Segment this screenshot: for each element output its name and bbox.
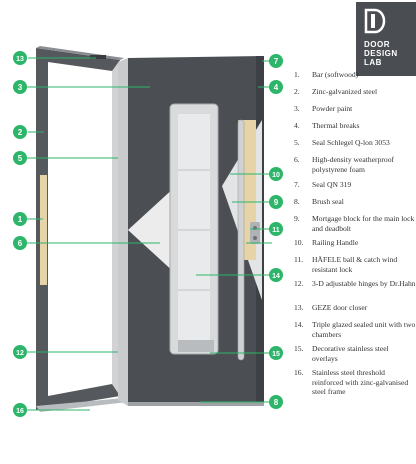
callout-marker-9 [269,195,283,209]
logo-line-1: DOOR [364,40,390,49]
threshold [36,398,128,412]
callout-marker-3 [13,80,27,94]
door-closer [90,55,106,59]
logo-line-3: LAB [364,58,382,67]
brush-seal [128,402,264,406]
door-frame [36,46,128,412]
callout-marker-15 [269,346,283,360]
foam-cutaway [128,186,176,274]
steel-overlay [178,340,214,352]
callout-marker-14 [269,268,283,282]
callout-label-5: 5 [18,154,23,163]
glass-pane [178,114,210,344]
logo-line-2: DESIGN [364,49,398,58]
callout-label-4: 4 [274,83,279,92]
callout-marker-2 [13,125,27,139]
callout-label-15: 15 [272,351,280,358]
leader-lines [22,57,272,411]
callout-label-6: 6 [18,239,23,248]
logo-d-icon [364,8,386,34]
callout-label-11: 11 [272,227,280,234]
door-leaf [118,56,264,406]
callout-label-13: 13 [16,56,24,63]
callout-marker-6 [13,236,27,250]
frame-softwood-bar [40,175,47,285]
railing-handle [237,119,245,361]
callout-marker-11 [269,222,283,236]
callout-marker-7 [269,54,283,68]
callout-label-9: 9 [274,198,279,207]
callout-label-7: 7 [274,57,279,66]
callout-label-10: 10 [272,172,280,179]
callout-label-8: 8 [274,398,279,407]
callout-marker-16 [13,403,27,417]
callout-label-14: 14 [272,273,280,280]
callout-marker-12 [13,345,27,359]
callout-label-2: 2 [18,128,23,137]
callout-marker-5 [13,151,27,165]
callout-marker-8 [269,395,283,409]
callout-label-1: 1 [18,215,23,224]
callout-label-16: 16 [16,408,24,415]
lock-hardware [250,222,260,244]
callout-label-12: 12 [16,350,24,357]
callout-marker-1 [13,212,27,226]
callout-label-3: 3 [18,83,23,92]
brand-logo: DOOR DESIGN LAB [356,2,416,76]
callout-marker-4 [269,80,283,94]
callout-marker-13 [13,51,27,65]
callout-marker-10 [269,167,283,181]
